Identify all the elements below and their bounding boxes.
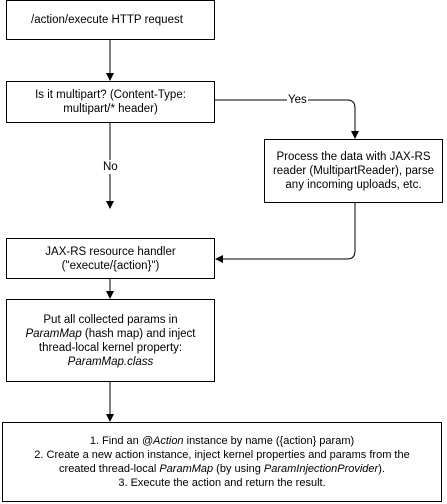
edge-label-yes: Yes (287, 93, 308, 107)
node-multipart-check-line-1: Is it multipart? (Content-Type: (35, 89, 186, 101)
node-resource-handler-line-2: ("execute/{action}") (61, 259, 160, 272)
node-param-map-line-4: ParamMap.class (67, 355, 154, 368)
execute-line-3-pre: created thread-local (59, 463, 160, 475)
param-map-term-2: ParamMap (159, 463, 214, 475)
node-execute-action-line-2: 2. Create a new action instance, inject … (34, 449, 410, 461)
node-process-data: Process the data with JAX-RS reader (Mul… (264, 139, 443, 203)
node-resource-handler: JAX-RS resource handler ("execute/{actio… (6, 238, 215, 279)
param-injection-provider-term: ParamInjectionProvider (263, 463, 379, 475)
node-resource-handler-line-1: JAX-RS resource handler (45, 245, 176, 258)
node-param-map-line-2: ParamMap (hash map) and inject (25, 327, 195, 341)
node-multipart-check: Is it multipart? (Content-Type: multipar… (6, 81, 215, 123)
node-param-map-line-1: Put all collected params in (43, 313, 178, 326)
node-execute-action-line-1: 1. Find an @Action instance by name ({ac… (90, 434, 354, 448)
node-process-data-line-2: reader (MultipartReader), parse (272, 165, 435, 177)
node-execute-action-line-3: created thread-local ParamMap (by using … (59, 462, 385, 476)
node-multipart-check-line-2: multipart/* header) (63, 103, 158, 115)
execute-line-1-post: instance by name ({action} param) (183, 435, 355, 447)
node-http-request: /action/execute HTTP request (6, 0, 215, 40)
param-map-line-2-rest: (hash map) and inject (81, 327, 196, 340)
node-param-map-line-3: thread-local kernel property: (38, 341, 183, 354)
edge-label-no: No (102, 160, 119, 174)
node-process-data-line-1: Process the data with JAX-RS (276, 151, 431, 163)
action-annotation-term: @Action (141, 435, 184, 447)
node-execute-action: 1. Find an @Action instance by name ({ac… (2, 422, 442, 502)
param-map-term: ParamMap (25, 327, 82, 340)
node-http-request-line-1: /action/execute HTTP request (31, 14, 183, 26)
node-param-map: Put all collected params in ParamMap (ha… (6, 299, 215, 382)
node-process-data-line-3: any incoming uploads, etc. (285, 179, 422, 191)
execute-line-1-pre: 1. Find an (89, 435, 142, 447)
execute-line-3-post: ). (378, 463, 385, 475)
edge-multipart-to-process (214, 99, 359, 139)
execute-line-3-mid: (by using (213, 463, 264, 475)
edge-process-to-handler (215, 203, 356, 263)
node-execute-action-line-4: 3. Execute the action and return the res… (118, 477, 326, 489)
